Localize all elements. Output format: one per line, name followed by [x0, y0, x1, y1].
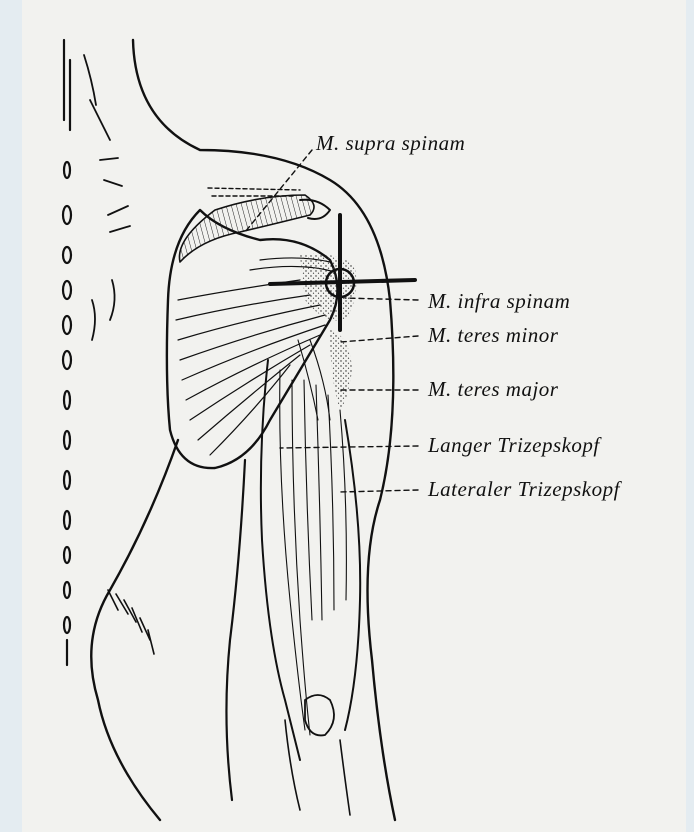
teres-minor-stipple [300, 254, 356, 321]
leader-teres-minor [340, 336, 418, 342]
supra-spinam-edge [208, 188, 300, 196]
label-infra-spinam: M. infra spinam [427, 289, 570, 313]
leader-infra-spinam [345, 298, 418, 300]
elbow-olecranon [305, 695, 334, 735]
label-langer-trizepskopf: Langer Trizepskopf [427, 433, 602, 457]
arm-inner-outline [226, 460, 245, 800]
label-lateraler-trizepskopf: Lateraler Trizepskopf [427, 477, 623, 501]
leader-lateraler-trizepskopf [340, 490, 418, 492]
torso-outline [91, 440, 178, 820]
long-triceps-head [261, 360, 300, 760]
back-contour-strokes [84, 55, 130, 340]
label-supra-spinam: M. supra spinam [315, 131, 465, 155]
triceps-fibers [280, 340, 347, 735]
spine-vertebrae [63, 40, 71, 665]
triceps-outer-edge [345, 420, 360, 730]
supra-spinam-muscle [179, 195, 314, 262]
label-teres-major: M. teres major [427, 377, 559, 401]
label-teres-minor: M. teres minor [427, 323, 559, 347]
arm-fold-strokes [108, 590, 154, 654]
